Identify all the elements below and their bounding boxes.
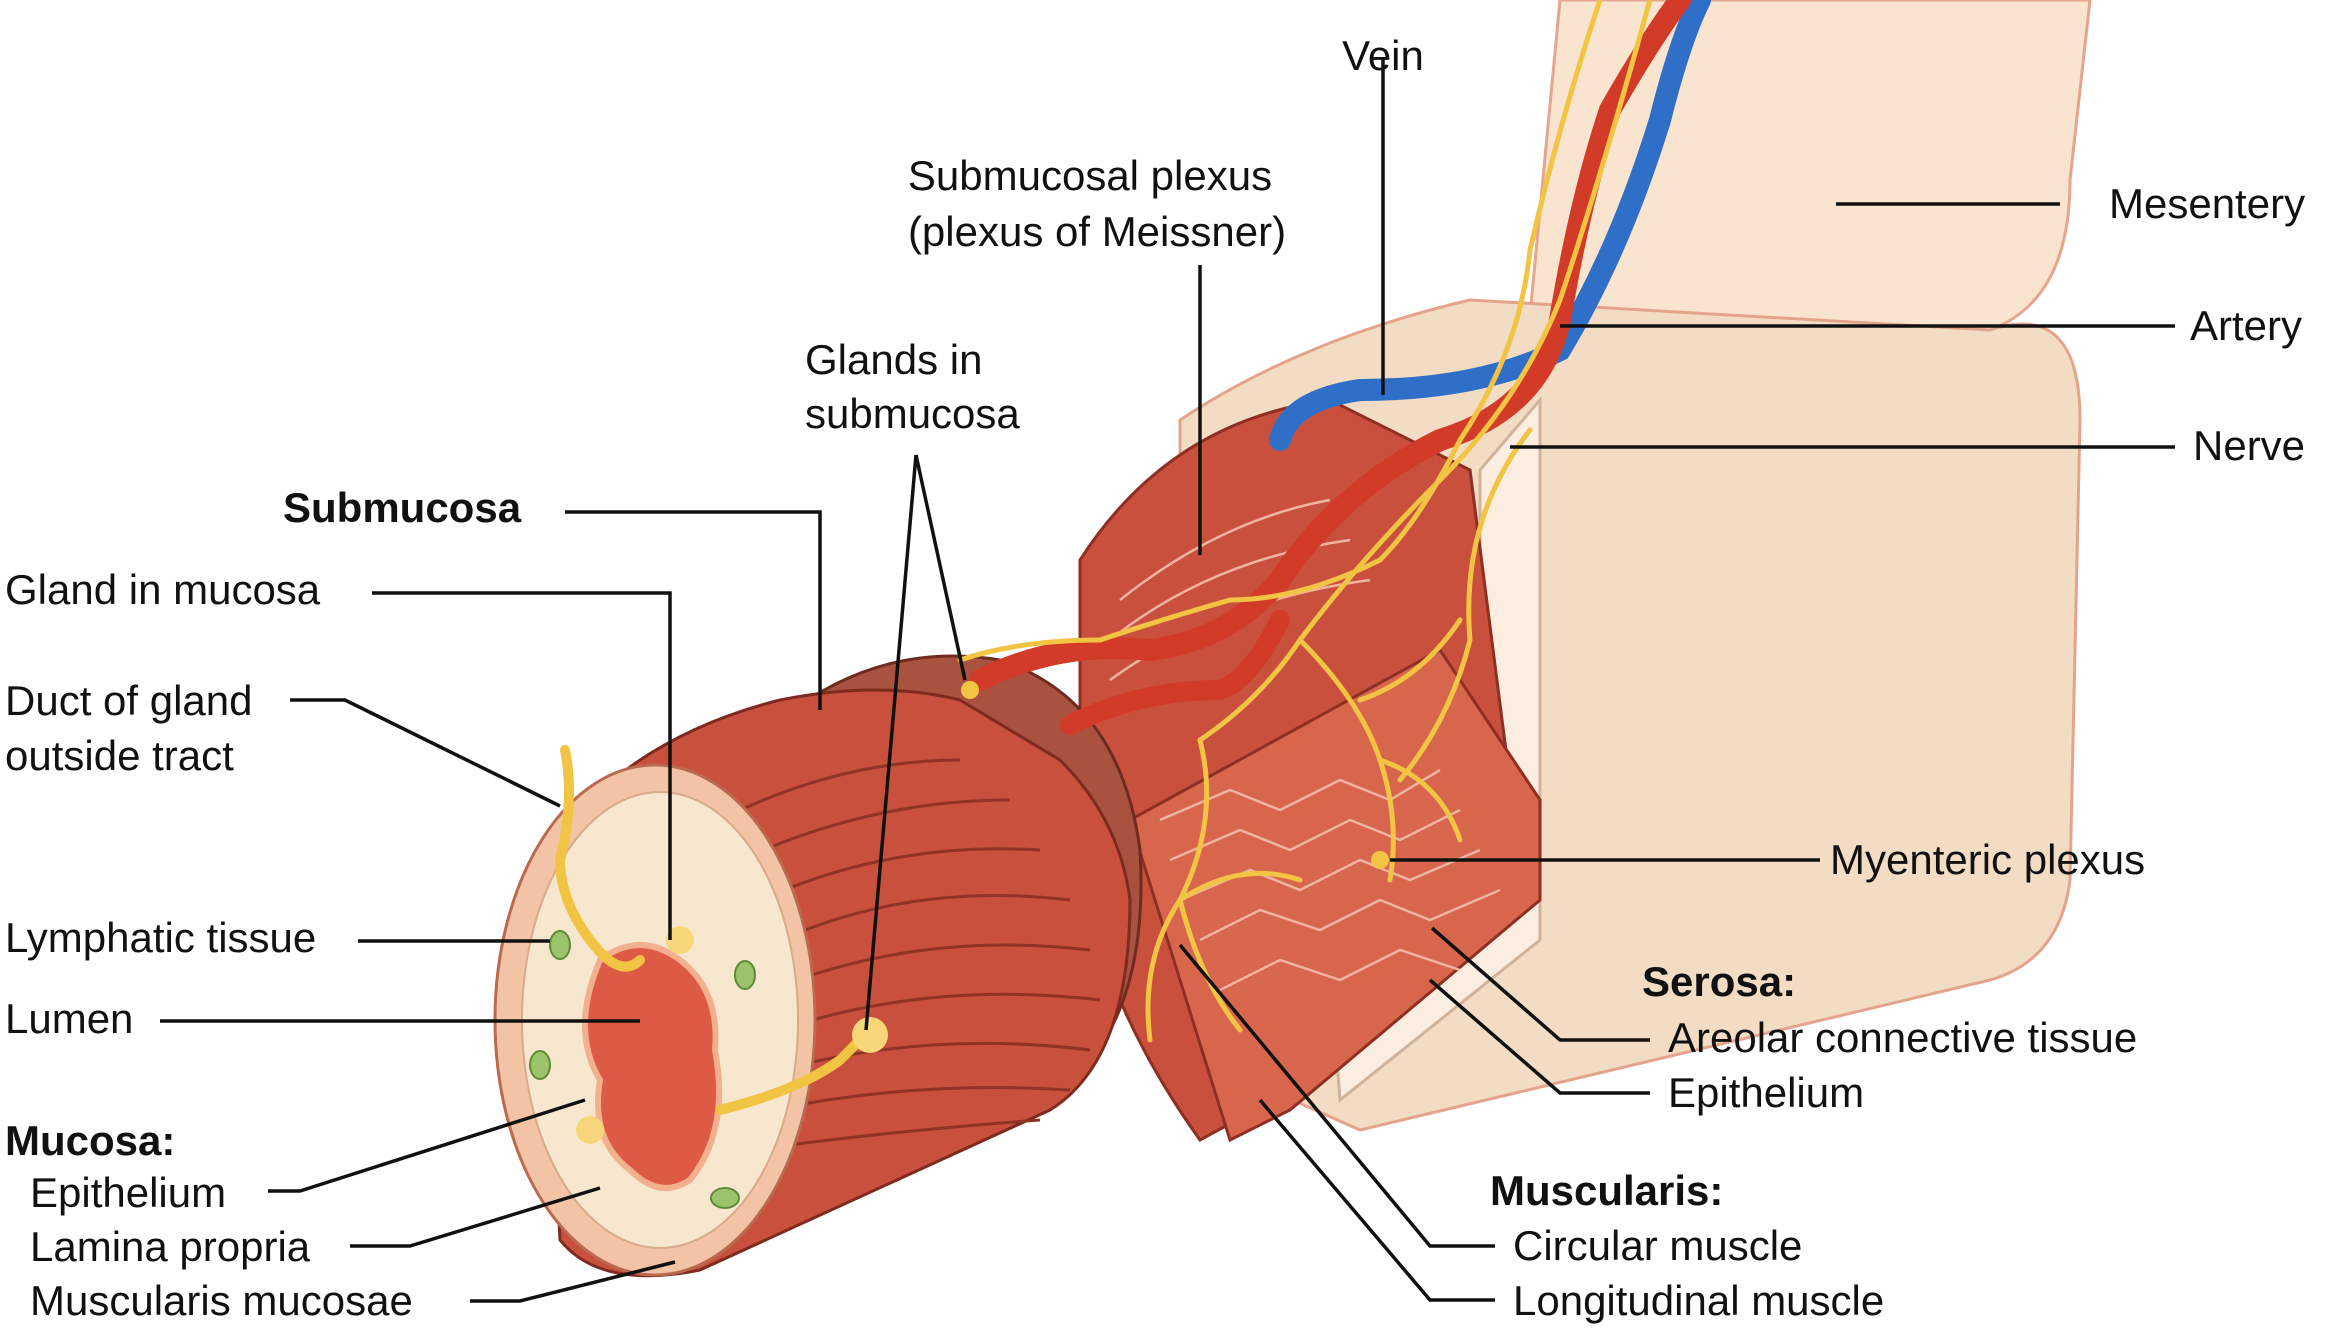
label-lumen: Lumen: [5, 995, 133, 1042]
gland-in-submucosa-bulb: [852, 1017, 888, 1053]
label-glands-submucosa-line2: submucosa: [805, 390, 1020, 437]
label-areolar-connective-tissue: Areolar connective tissue: [1668, 1014, 2137, 1061]
lymphatic-nodules: [529, 930, 756, 1209]
gland-in-mucosa-bulb: [666, 926, 694, 954]
label-serosa: Serosa:: [1642, 958, 1796, 1005]
label-vein: Vein: [1342, 32, 1424, 79]
label-artery: Artery: [2190, 302, 2302, 349]
label-myenteric-plexus: Myenteric plexus: [1830, 836, 2145, 883]
label-muscularis: Muscularis:: [1490, 1167, 1723, 1214]
nerve-network: [957, 0, 1653, 1043]
duct-outside-tract: [554, 745, 645, 972]
label-mucosa-epithelium: Epithelium: [30, 1169, 226, 1216]
label-circular-muscle: Circular muscle: [1513, 1222, 1802, 1269]
label-lymphatic-tissue: Lymphatic tissue: [5, 914, 316, 961]
label-mesentery: Mesentery: [2109, 180, 2305, 227]
myenteric-node: [1371, 851, 1389, 869]
lumen: [582, 942, 723, 1191]
label-duct-line2: outside tract: [5, 732, 234, 779]
mucosal-gland-bulb: [576, 1116, 604, 1144]
label-muscularis-mucosae: Muscularis mucosae: [30, 1277, 413, 1324]
submucosal-plexus-node: [961, 681, 979, 699]
label-longitudinal-muscle: Longitudinal muscle: [1513, 1277, 1884, 1324]
label-submucosal-plexus-line1: Submucosal plexus: [908, 152, 1272, 199]
label-lamina-propria: Lamina propria: [30, 1223, 311, 1270]
label-nerve: Nerve: [2193, 422, 2305, 469]
label-serosa-epithelium: Epithelium: [1668, 1069, 1864, 1116]
label-mucosa: Mucosa:: [5, 1117, 175, 1164]
leader-lines: [160, 58, 2175, 1303]
label-submucosa: Submucosa: [283, 484, 522, 531]
muscle-cell-pattern: [1109, 498, 1501, 992]
artery: [969, 0, 1691, 691]
label-duct-line1: Duct of gland: [5, 677, 253, 724]
artery-branch: [1060, 610, 1290, 735]
label-gland-in-mucosa: Gland in mucosa: [5, 566, 321, 613]
label-glands-submucosa-line1: Glands in: [805, 336, 982, 383]
label-submucosal-plexus-line2: (plexus of Meissner): [908, 208, 1286, 255]
